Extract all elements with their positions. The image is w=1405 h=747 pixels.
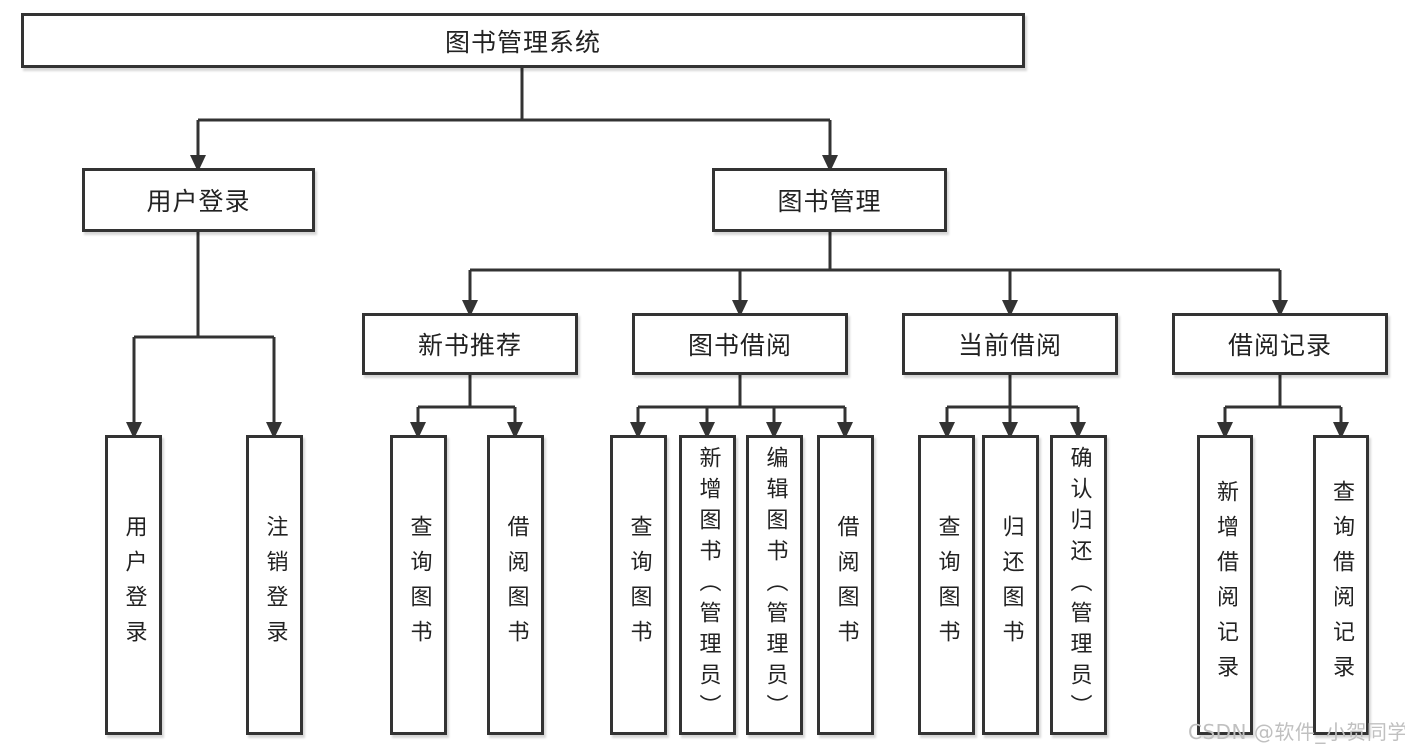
leaf-label: 编辑图书（管理员） <box>762 445 788 725</box>
leaf-query-book-3: 查询图书 <box>918 435 975 735</box>
node-borrow-record: 借阅记录 <box>1172 313 1388 375</box>
leaf-query-book-2: 查询图书 <box>610 435 667 735</box>
node-book-borrow: 图书借阅 <box>632 313 848 375</box>
leaf-label: 借阅图书 <box>503 515 529 655</box>
leaf-label: 注销登录 <box>262 515 288 655</box>
leaf-query-book-1: 查询图书 <box>390 435 447 735</box>
leaf-label: 查询图书 <box>934 515 960 655</box>
leaf-label: 归还图书 <box>998 515 1024 655</box>
leaf-borrow-book-1: 借阅图书 <box>487 435 544 735</box>
leaf-user-login: 用户登录 <box>105 435 162 735</box>
leaf-label: 查询借阅记录 <box>1329 480 1354 690</box>
node-book-mgmt: 图书管理 <box>712 168 947 232</box>
leaf-label: 借阅图书 <box>833 515 859 655</box>
node-label: 借阅记录 <box>1227 331 1332 360</box>
node-label: 图书借阅 <box>687 331 792 360</box>
leaf-add-book-admin: 新增图书（管理员） <box>679 435 736 735</box>
leaf-label: 查询图书 <box>406 515 432 655</box>
leaf-label: 查询图书 <box>626 515 652 655</box>
leaf-borrow-book-2: 借阅图书 <box>817 435 874 735</box>
node-label: 用户登录 <box>146 187 251 216</box>
leaf-add-borrow-record: 新增借阅记录 <box>1197 435 1253 735</box>
leaf-return-book: 归还图书 <box>982 435 1039 735</box>
leaf-edit-book-admin: 编辑图书（管理员） <box>746 435 803 735</box>
csdn-watermark: CSDN @软件_小贺同学 <box>1188 720 1405 744</box>
node-label: 图书管理 <box>777 187 882 216</box>
leaf-label: 新增图书（管理员） <box>695 445 721 725</box>
leaf-query-borrow-record: 查询借阅记录 <box>1313 435 1369 735</box>
leaf-label: 确认归还（管理员） <box>1066 445 1092 725</box>
node-label: 新书推荐 <box>417 331 522 360</box>
node-new-book-rec: 新书推荐 <box>362 313 578 375</box>
leaf-logout-login: 注销登录 <box>246 435 303 735</box>
leaf-label: 新增借阅记录 <box>1213 480 1238 690</box>
node-user-login: 用户登录 <box>82 168 315 232</box>
node-label: 当前借阅 <box>957 331 1062 360</box>
leaf-confirm-return-admin: 确认归还（管理员） <box>1050 435 1107 735</box>
node-current-borrow: 当前借阅 <box>902 313 1118 375</box>
node-label: 图书管理系统 <box>444 27 601 57</box>
leaf-label: 用户登录 <box>121 515 147 655</box>
node-root: 图书管理系统 <box>21 13 1025 68</box>
